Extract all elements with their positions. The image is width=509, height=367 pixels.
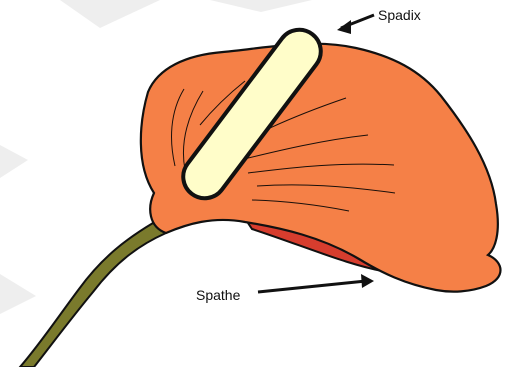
spathe-arrow-line: [258, 281, 366, 292]
spathe-arrowhead: [361, 274, 374, 288]
spadix-label: Spadix: [378, 7, 421, 23]
spadix-arrowhead: [337, 20, 351, 34]
stem: [20, 223, 166, 367]
spathe-label: Spathe: [196, 287, 240, 303]
background-triangle-left-lower: [0, 274, 36, 314]
background-triangle-top-mid: [210, 0, 312, 12]
background-triangle-top-left: [60, 0, 160, 28]
background-triangle-left: [0, 145, 28, 178]
